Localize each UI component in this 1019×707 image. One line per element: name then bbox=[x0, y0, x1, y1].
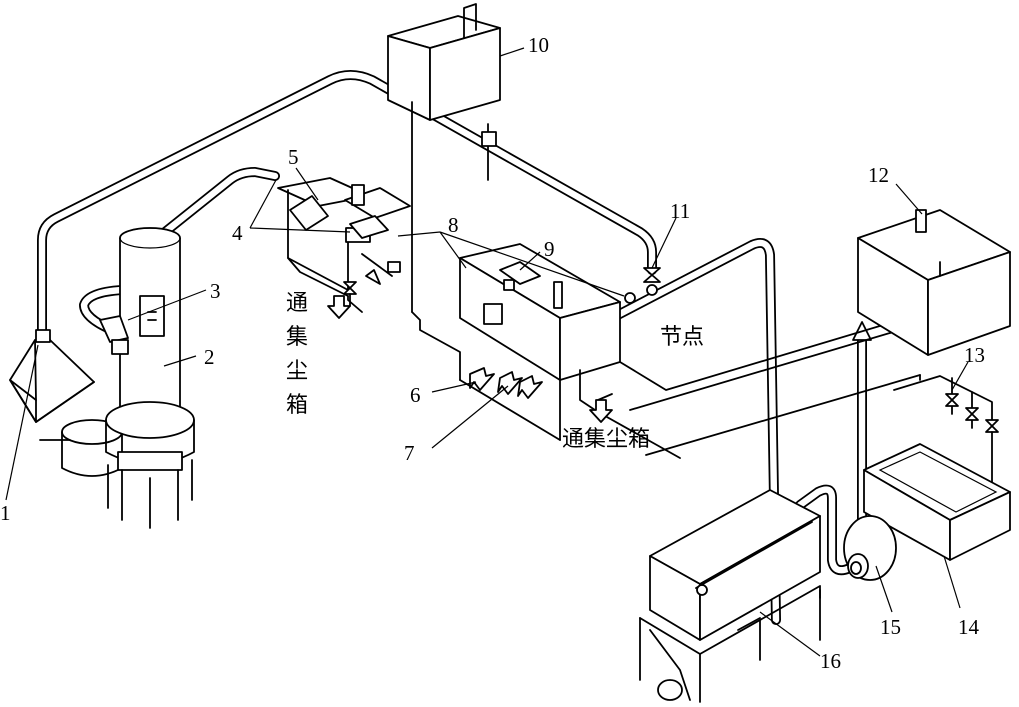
dust-box-left-char-4: 箱 bbox=[286, 393, 308, 418]
tank-12 bbox=[857, 209, 1011, 356]
label-14: 14 bbox=[958, 615, 980, 639]
leader-lines bbox=[5, 47, 969, 657]
label-5: 5 bbox=[288, 145, 299, 169]
label-10: 10 bbox=[528, 33, 549, 57]
label-16: 16 bbox=[820, 649, 841, 673]
label-7: 7 bbox=[404, 441, 415, 465]
valves-13 bbox=[893, 375, 999, 511]
label-2: 2 bbox=[204, 345, 215, 369]
machine-16 bbox=[639, 489, 821, 703]
dust-box-left-char-2: 集 bbox=[286, 325, 308, 350]
basin-14 bbox=[863, 443, 1011, 561]
unit-5 bbox=[277, 177, 411, 313]
main-duct-pipe bbox=[37, 70, 657, 340]
column-2 bbox=[105, 227, 195, 529]
label-3: 3 bbox=[210, 279, 221, 303]
feed-drum bbox=[39, 419, 123, 477]
label-13: 13 bbox=[964, 343, 985, 367]
dust-box-left-char-1: 通 bbox=[286, 291, 308, 316]
label-1: 1 bbox=[0, 501, 11, 525]
part-3 bbox=[99, 315, 129, 355]
dust-box-right-label: 通集尘箱 bbox=[562, 427, 650, 452]
label-9: 9 bbox=[544, 237, 555, 261]
number-labels: 1 2 3 4 5 6 7 8 9 10 11 12 13 14 15 16 bbox=[0, 33, 985, 673]
node-label: 节点 bbox=[660, 325, 704, 350]
duct-16-to-15 bbox=[795, 484, 855, 576]
label-4: 4 bbox=[232, 221, 243, 245]
valve-under-5 bbox=[343, 269, 381, 307]
label-8: 8 bbox=[448, 213, 459, 237]
suction-hood-1 bbox=[9, 329, 95, 423]
label-12: 12 bbox=[868, 163, 889, 187]
text-labels: 节点 通 集 尘 箱 通集尘箱 bbox=[286, 291, 704, 452]
label-15: 15 bbox=[880, 615, 901, 639]
fan-15 bbox=[843, 515, 897, 581]
duct-2-to-5 bbox=[160, 167, 280, 237]
dust-box-left-char-3: 尘 bbox=[286, 359, 308, 384]
label-11: 11 bbox=[670, 199, 690, 223]
tank-9 bbox=[459, 243, 621, 381]
tank-10 bbox=[387, 3, 501, 313]
duct-3-loop bbox=[79, 285, 127, 335]
valve-11 bbox=[624, 267, 661, 304]
label-6: 6 bbox=[410, 383, 421, 407]
